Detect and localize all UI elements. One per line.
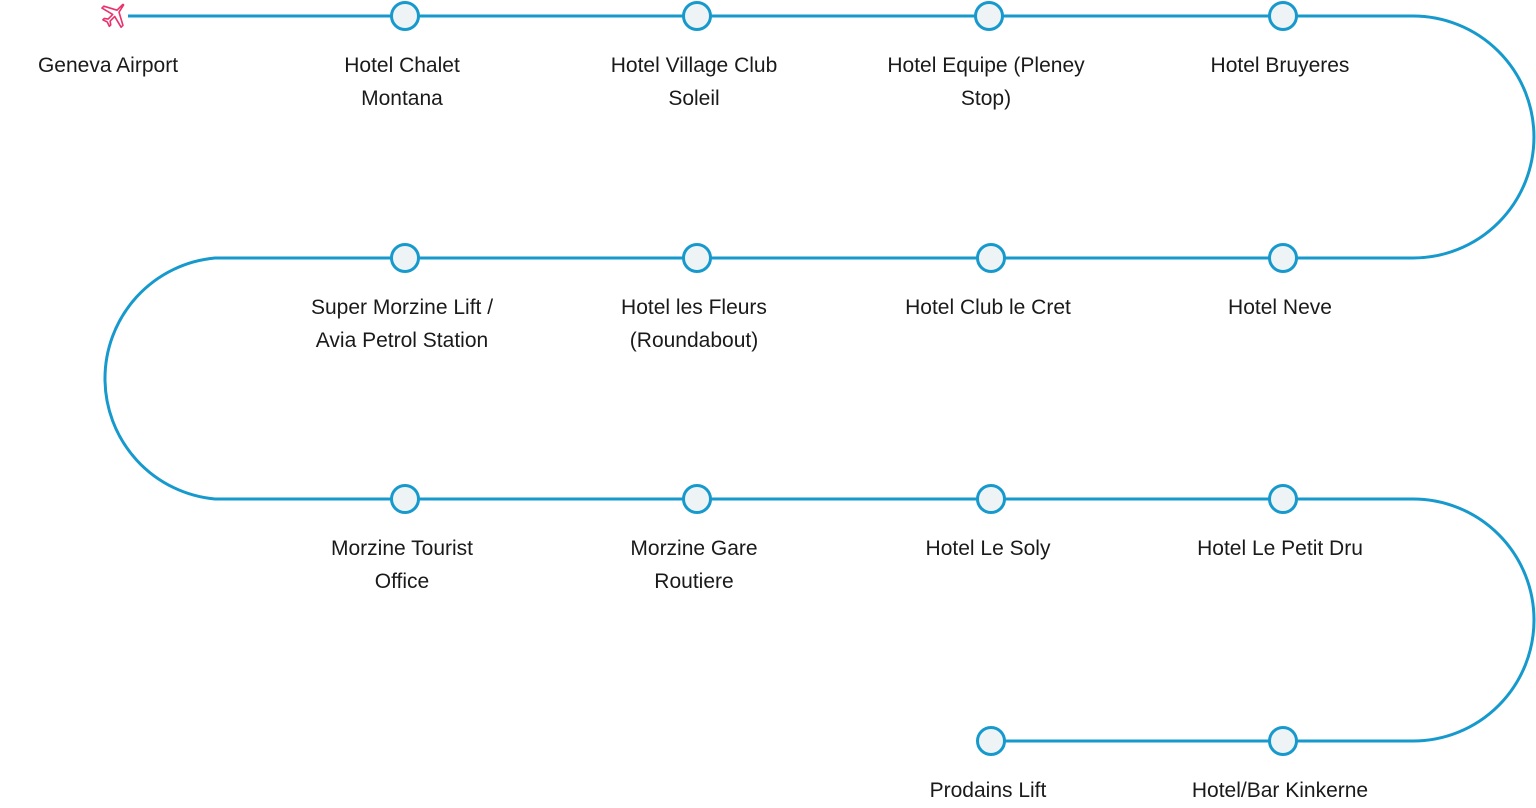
stop-label: Morzine Gare Routiere — [630, 537, 758, 593]
stop-node[interactable] — [390, 243, 420, 273]
stop-node[interactable] — [682, 243, 712, 273]
stop-node[interactable] — [1268, 484, 1298, 514]
origin-label: Geneva Airport — [37, 54, 179, 77]
stop-label: Hotel Bruyeres — [1210, 54, 1350, 77]
stop-node[interactable] — [390, 1, 420, 31]
route-line — [103, 14, 1536, 743]
stop-node[interactable] — [390, 484, 420, 514]
stop-node[interactable] — [974, 1, 1004, 31]
stop-label: Hotel Village Club Soleil — [610, 54, 778, 110]
stop-node[interactable] — [976, 726, 1006, 756]
stop-label: Hotel Neve — [1228, 296, 1332, 319]
airport-marker[interactable] — [98, 2, 126, 30]
stop-node[interactable] — [976, 484, 1006, 514]
stop-node[interactable] — [1268, 1, 1298, 31]
stop-node[interactable] — [1268, 726, 1298, 756]
stop-label: Hotel Club le Cret — [905, 296, 1071, 319]
stop-label: Hotel les Fleurs (Roundabout) — [621, 296, 767, 352]
stop-label: Hotel Chalet Montana — [344, 54, 460, 110]
stop-nodes — [390, 1, 1298, 756]
stop-node[interactable] — [1268, 243, 1298, 273]
stop-node[interactable] — [682, 484, 712, 514]
stop-label: Hotel Equipe (Pleney Stop) — [887, 54, 1085, 110]
stop-label: Hotel Le Petit Dru — [1197, 537, 1363, 560]
stop-label: Hotel Le Soly — [925, 537, 1051, 560]
stop-label: Hotel/Bar Kinkerne — [1191, 779, 1369, 802]
stop-label: Prodains Lift — [929, 779, 1047, 802]
airplane-icon — [101, 3, 125, 29]
stop-label: Super Morzine Lift / Avia Petrol Station — [310, 296, 494, 352]
stop-node[interactable] — [976, 243, 1006, 273]
stop-node[interactable] — [682, 1, 712, 31]
stop-label: Morzine Tourist Office — [331, 537, 473, 593]
